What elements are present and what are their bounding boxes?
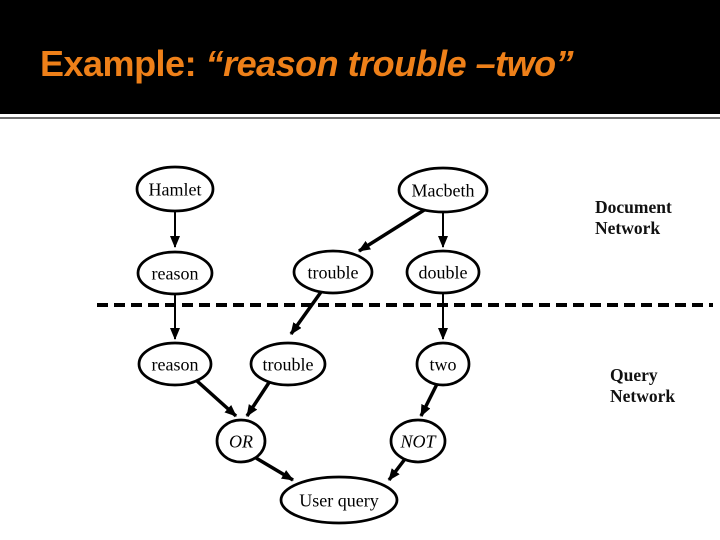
node-not: NOT [389,418,447,464]
edge-or-to-user-query [255,456,294,482]
node-ellipse [136,250,214,296]
title-quoted-query: “reason trouble –two” [205,43,574,84]
edge-reason-query-to-or [195,379,238,418]
node-ellipse [405,249,481,295]
node-ellipse [249,341,327,387]
node-label: trouble [308,262,359,282]
node-label: two [430,354,457,374]
node-ellipse [215,418,267,464]
document-network-label: Document Network [595,197,672,238]
node-ellipse [135,165,215,213]
node-label: NOT [399,431,437,451]
edge-macbeth-to-trouble-doc [358,205,430,253]
node-label: Hamlet [149,179,202,199]
edge-layer [97,205,713,482]
node-macbeth: Macbeth [397,166,489,214]
node-ellipse [292,249,374,295]
node-label: Macbeth [412,180,475,200]
node-label: User query [299,490,378,510]
header-divider [0,117,720,119]
node-reason-query: reason [137,341,213,387]
edge-trouble-doc-to-trouble-query [289,290,323,336]
edge-two-query-to-not [419,383,439,417]
node-label: reason [152,354,199,374]
node-trouble-query: trouble [249,341,327,387]
query-network-label: Query Network [610,365,676,406]
node-ellipse [397,166,489,214]
node-or: OR [215,418,267,464]
node-reason-doc: reason [136,250,214,296]
edge-trouble-query-to-or [245,380,272,417]
node-double-doc: double [405,249,481,295]
node-label: OR [229,431,253,451]
node-ellipse [389,418,447,464]
edge-not-to-user-query [387,457,407,482]
node-layer: Hamlet Macbeth reason trouble double reason tr… [135,165,489,525]
node-ellipse [415,341,471,387]
page-title: Example: “reason trouble –two” [0,29,574,85]
node-ellipse [279,475,399,525]
node-label: reason [152,263,199,283]
node-hamlet: Hamlet [135,165,215,213]
node-two-query: two [415,341,471,387]
node-user-query: User query [279,475,399,525]
node-trouble-doc: trouble [292,249,374,295]
title-prefix: Example: [40,43,206,84]
node-label: trouble [263,354,314,374]
node-ellipse [137,341,213,387]
node-label: double [419,262,468,282]
slide-header: Example: “reason trouble –two” [0,0,720,114]
